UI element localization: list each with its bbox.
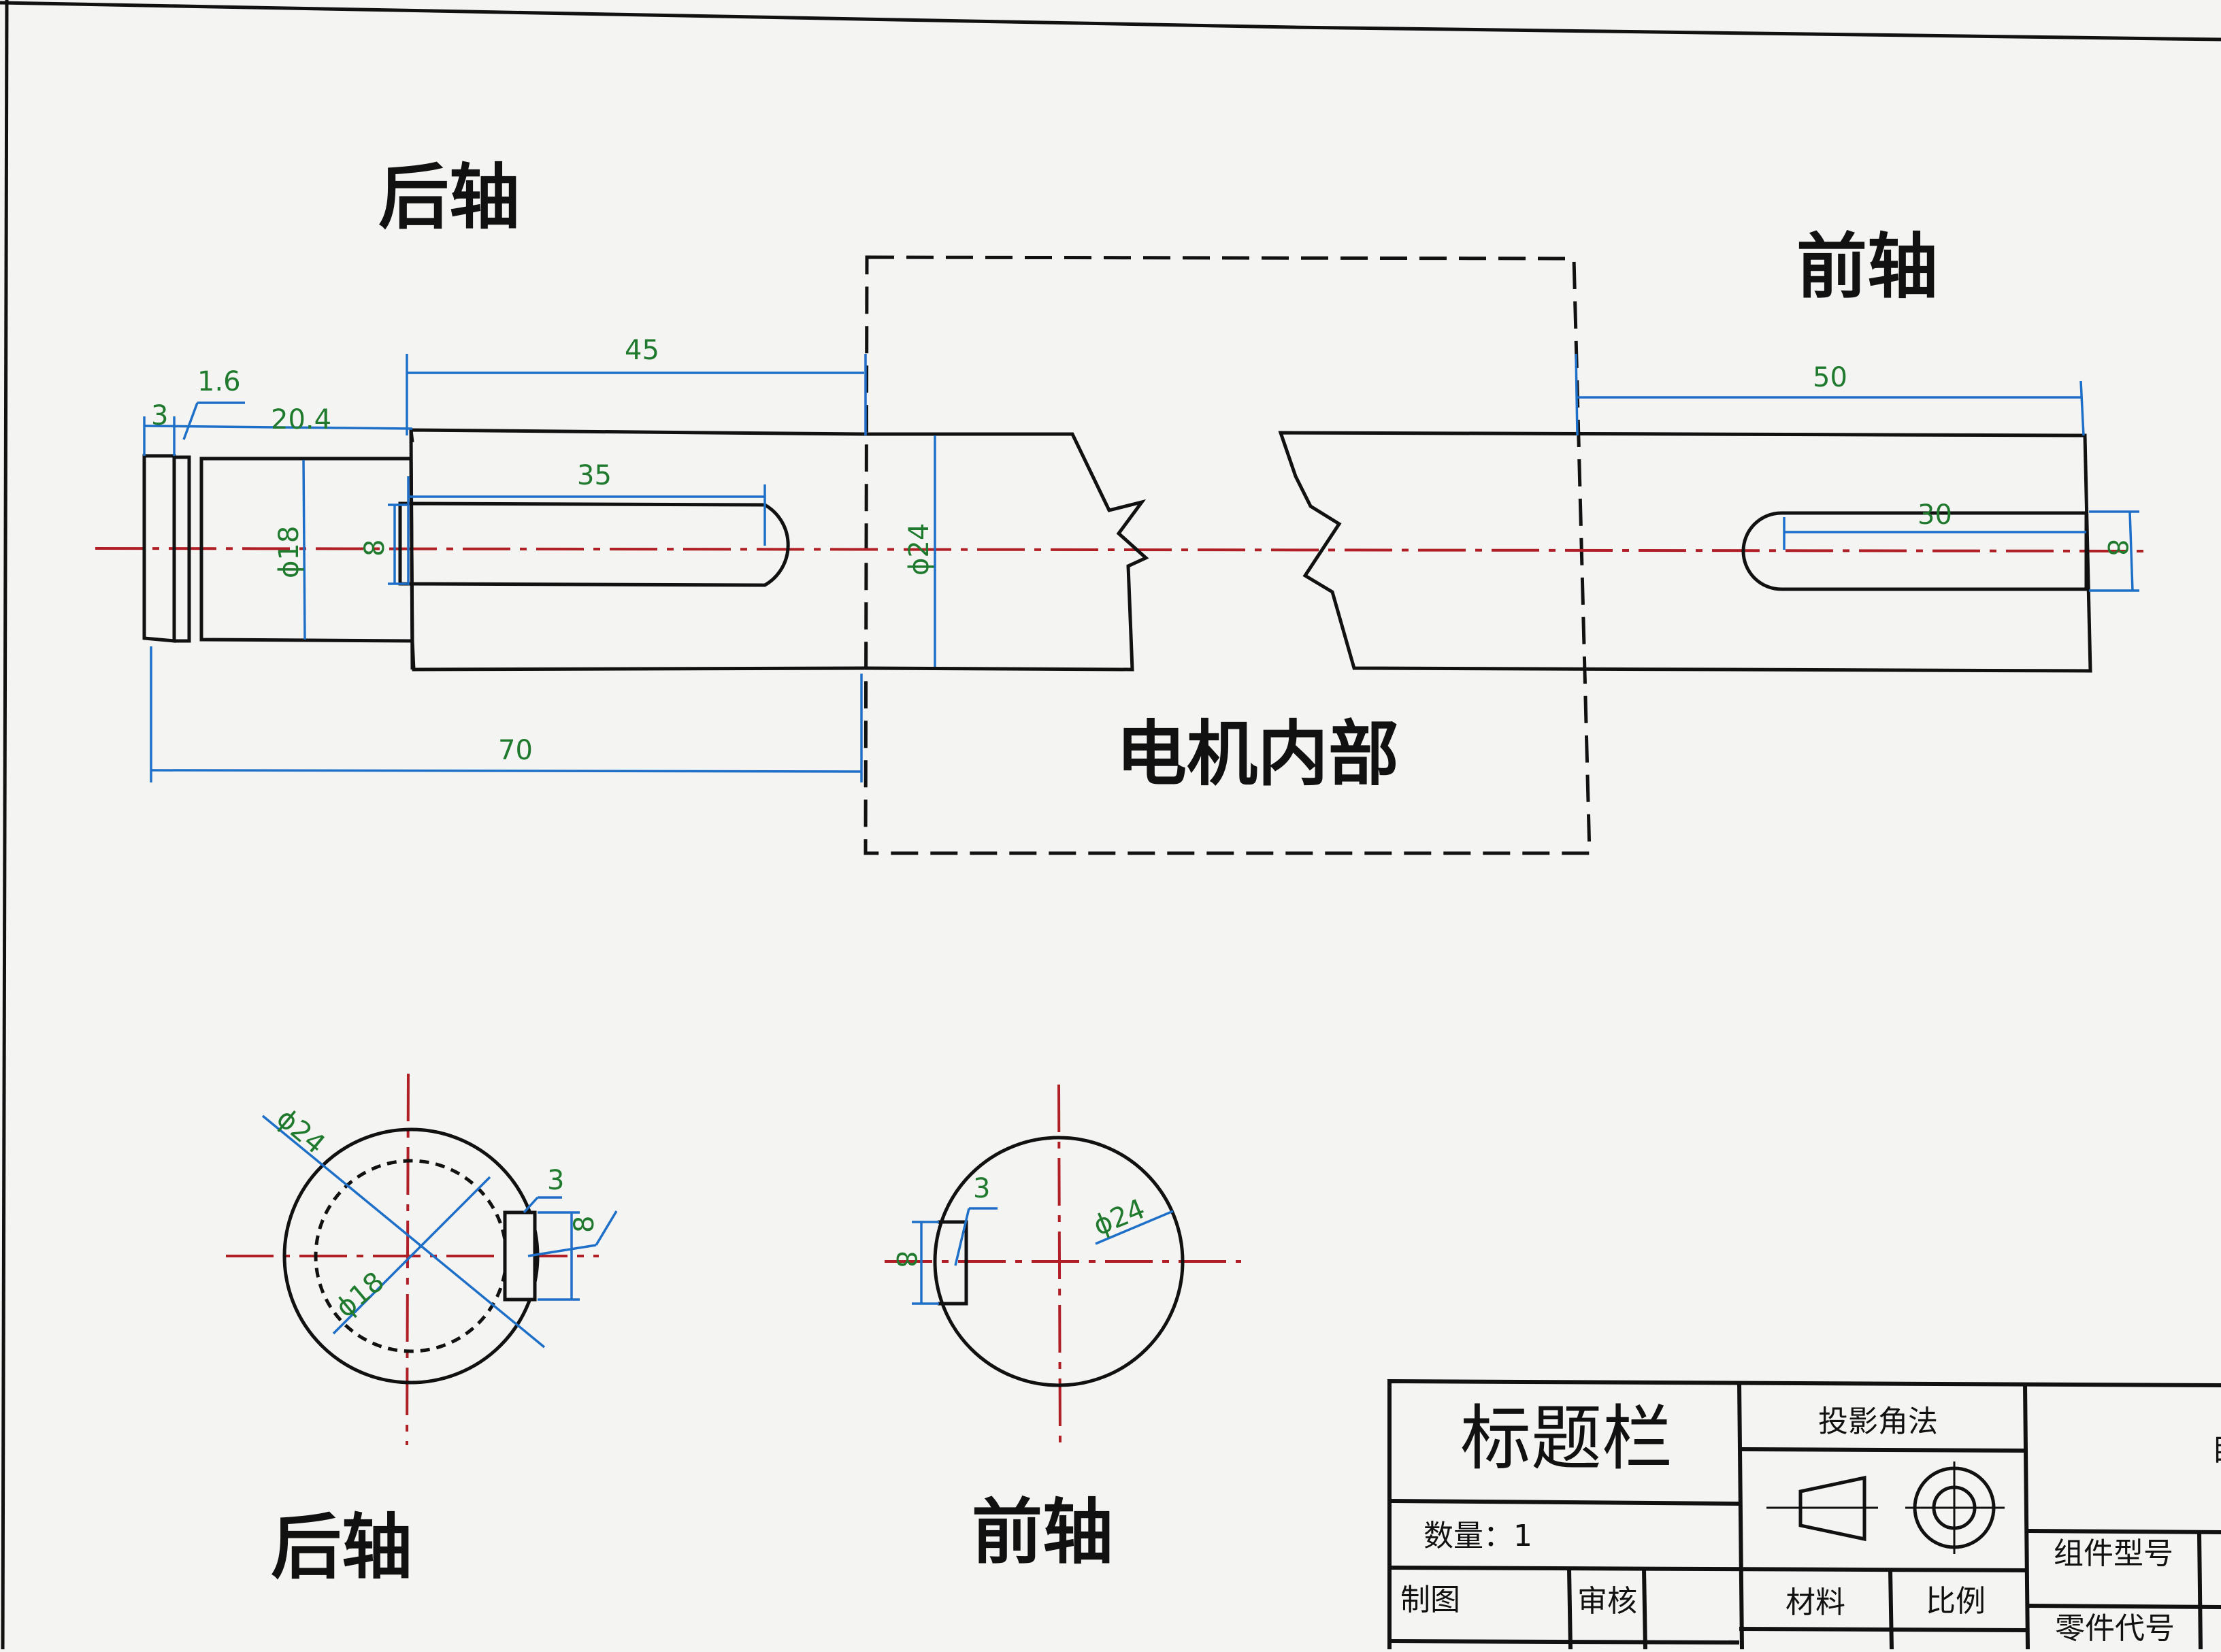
front-shaft-label-bottom: 前轴 bbox=[972, 1491, 1113, 1574]
sec-rear-phi24: ϕ24 bbox=[271, 1102, 331, 1160]
front-shaft-label-top: 前轴 bbox=[1796, 225, 1938, 308]
title-block-heading: 标题栏 bbox=[1460, 1397, 1673, 1480]
rear-shaft-label-bottom: 后轴 bbox=[271, 1506, 412, 1589]
dim-35: 35 bbox=[577, 460, 612, 491]
dim-phi18: ϕ18 bbox=[274, 526, 305, 578]
sec-rear-phi18: ϕ18 bbox=[330, 1266, 391, 1324]
dim-front-key-width-8: 8 bbox=[2101, 539, 2133, 556]
material-label: 材料 bbox=[1786, 1585, 1845, 1620]
dim-1-6: 1.6 bbox=[197, 366, 241, 397]
dim-3: 3 bbox=[151, 400, 168, 431]
dim-45: 45 bbox=[625, 335, 659, 366]
dim-30: 30 bbox=[1918, 499, 1952, 531]
quantity-field: 数量：1 bbox=[1424, 1519, 1532, 1553]
motor-interior-label: 电机内部 bbox=[1116, 712, 1399, 795]
dim-phi24: ϕ24 bbox=[904, 523, 935, 576]
checked-by-label: 审核 bbox=[1577, 1584, 1637, 1619]
rear-shaft-label-top: 后轴 bbox=[378, 156, 520, 239]
rear-shaft-outline bbox=[142, 428, 1149, 672]
motor-housing-outline bbox=[863, 255, 1592, 855]
sec-front-3: 3 bbox=[973, 1173, 990, 1204]
sec-front-8: 8 bbox=[890, 1251, 921, 1268]
projection-symbol bbox=[1766, 1461, 2005, 1554]
shaft-centerline bbox=[95, 547, 2151, 552]
part-code-label: 零件代号 bbox=[2055, 1611, 2175, 1646]
sec-rear-3: 3 bbox=[547, 1165, 564, 1196]
rear-section-view: ϕ24 ϕ18 3 8 bbox=[226, 1073, 618, 1446]
dim-70: 70 bbox=[498, 735, 533, 766]
front-keyway bbox=[1741, 511, 2088, 591]
sec-rear-8: 8 bbox=[569, 1216, 600, 1233]
dim-50: 50 bbox=[1813, 362, 1847, 393]
title-block: 标题栏 投影角法 数量：1 制图 审核 材料 比例 组件型号 零件代号 目 bbox=[1387, 1378, 2221, 1650]
rear-keyway bbox=[398, 501, 790, 587]
dimension-lines bbox=[143, 353, 2139, 782]
scale-label: 比例 bbox=[1926, 1584, 1986, 1619]
drawn-by-label: 制图 bbox=[1400, 1583, 1460, 1617]
projection-label: 投影角法 bbox=[1818, 1404, 1938, 1439]
dim-20-4: 20.4 bbox=[271, 404, 331, 435]
front-section-view: 8 3 ϕ24 bbox=[885, 1084, 1241, 1446]
dim-key-width-8: 8 bbox=[359, 540, 391, 557]
title-block-edge-char: 目 bbox=[2211, 1433, 2221, 1468]
assembly-model-label: 组件型号 bbox=[2054, 1536, 2173, 1571]
